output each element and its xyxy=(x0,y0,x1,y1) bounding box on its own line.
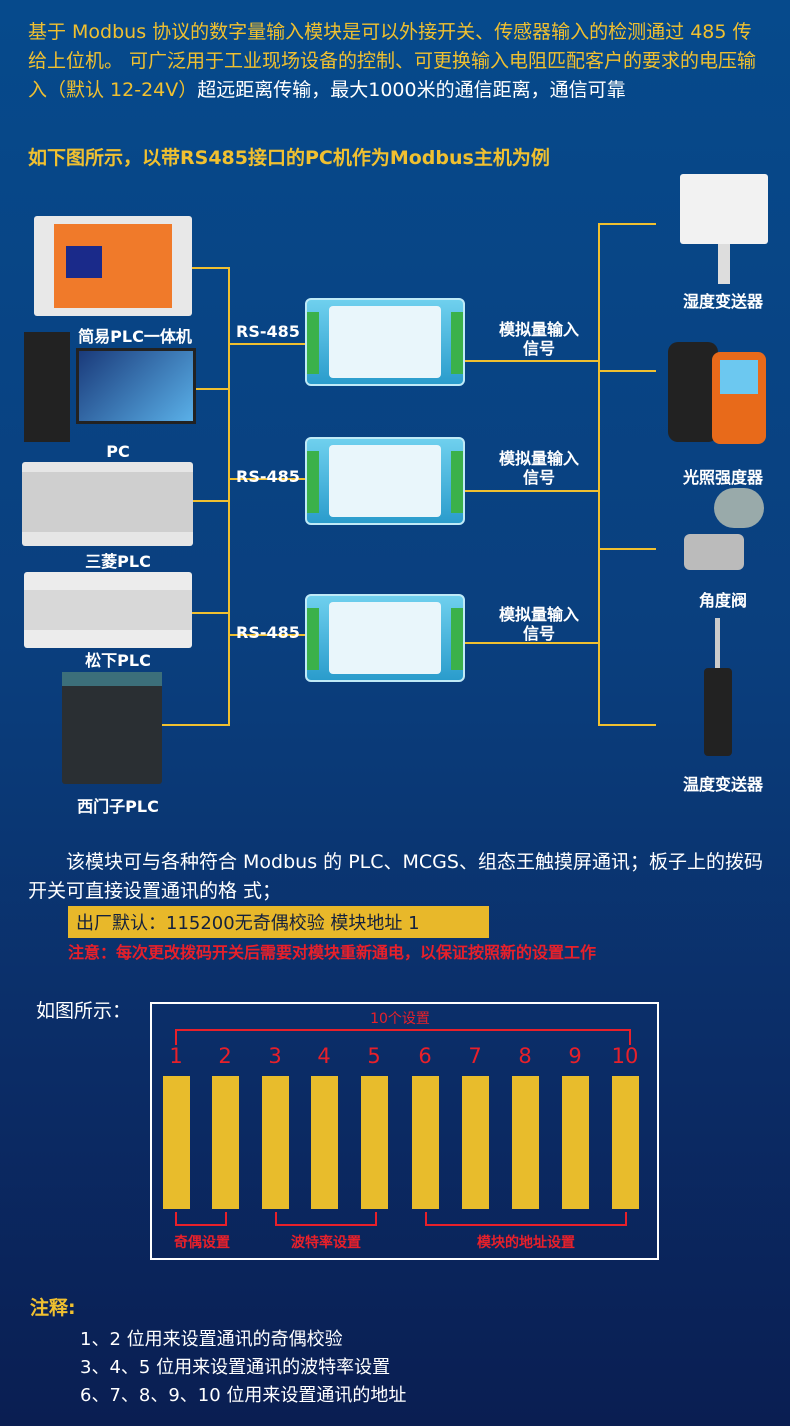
signal-label: 模拟量输入信号 xyxy=(499,449,580,487)
warning-text: 注意：每次更改拨码开关后需要对模块重新通电，以保证按照新的设置工作 xyxy=(68,943,597,962)
device-label-mitsubishi: 三菱PLC xyxy=(85,552,151,571)
dip-switch-7 xyxy=(462,1076,489,1209)
switches-title: 10个设置 xyxy=(370,1011,430,1027)
factory-default-banner: 出厂默认：115200无奇偶校验 模块地址 1 xyxy=(68,906,489,938)
rs485-label: RS-485 xyxy=(236,467,300,486)
bracket-parity xyxy=(175,1212,227,1226)
dip-switch-4 xyxy=(311,1076,338,1209)
light-meter-display-image xyxy=(712,352,766,444)
io-module-image xyxy=(305,594,465,682)
note-item: 1、2 位用来设置通讯的奇偶校验 xyxy=(80,1329,343,1350)
pc-image xyxy=(24,332,196,442)
note-item: 6、7、8、9、10 位用来设置通讯的地址 xyxy=(80,1385,407,1406)
dip-switch-9 xyxy=(562,1076,589,1209)
io-module-image xyxy=(305,298,465,386)
mitsubishi-plc-image xyxy=(22,462,193,546)
humidity-transmitter-image xyxy=(680,174,768,284)
dip-switch-2 xyxy=(212,1076,239,1209)
plc-all-in-one-image xyxy=(34,216,192,316)
dip-switch-1 xyxy=(163,1076,190,1209)
panasonic-plc-image xyxy=(24,572,192,648)
signal-label: 模拟量输入信号 xyxy=(499,320,580,358)
device-label-plc-all-in-one: 简易PLC一体机 xyxy=(78,327,192,346)
device-label-light: 光照强度器 xyxy=(682,468,763,487)
device-label-humidity: 湿度变送器 xyxy=(682,292,763,311)
switch-number: 7 xyxy=(468,1044,482,1068)
figure-label: 如图所示： xyxy=(36,1000,132,1022)
bracket-address xyxy=(425,1212,627,1226)
temperature-transmitter-image xyxy=(700,618,736,758)
dip-switch-3 xyxy=(262,1076,289,1209)
notes-title: 注释: xyxy=(30,1297,76,1319)
bracket-all xyxy=(175,1029,631,1045)
device-label-temperature: 温度变送器 xyxy=(682,775,763,794)
intro-text: 基于 Modbus 协议的数字量输入模块是可以外接开关、传感器输入的检测通过 4… xyxy=(28,18,768,105)
bracket-baud xyxy=(275,1212,377,1226)
compatibility-text: 该模块可与各种符合 Modbus 的 PLC、MCGS、组态王触摸屏通讯；板子上… xyxy=(28,851,763,902)
dip-switch-10 xyxy=(612,1076,639,1209)
dip-switch-figure xyxy=(150,1002,659,1260)
switch-number: 1 xyxy=(169,1044,183,1068)
io-module-image xyxy=(305,437,465,525)
switch-number: 2 xyxy=(218,1044,232,1068)
signal-label: 模拟量输入信号 xyxy=(499,605,580,643)
switch-number: 6 xyxy=(418,1044,432,1068)
switch-number: 8 xyxy=(518,1044,532,1068)
group-label-baud: 波特率设置 xyxy=(291,1235,361,1251)
device-label-valve: 角度阀 xyxy=(698,591,747,610)
switch-number: 3 xyxy=(268,1044,282,1068)
rs485-label: RS-485 xyxy=(236,322,300,341)
angle-valve-image xyxy=(684,488,768,584)
switch-number: 10 xyxy=(611,1044,639,1068)
intro-yellow: 基于 Modbus 协议的数字量输入模块是可以外接开关、传感器输入的检测通过 4… xyxy=(28,21,757,101)
switch-number: 4 xyxy=(317,1044,331,1068)
group-label-parity: 奇偶设置 xyxy=(174,1235,230,1251)
device-label-pc: PC xyxy=(106,442,130,461)
switch-number: 5 xyxy=(367,1044,381,1068)
device-label-panasonic: 松下PLC xyxy=(85,651,151,670)
subtitle: 如下图所示，以带RS485接口的PC机作为Modbus主机为例 xyxy=(28,147,550,169)
rs485-label: RS-485 xyxy=(236,623,300,642)
dip-switch-5 xyxy=(361,1076,388,1209)
switch-number: 9 xyxy=(568,1044,582,1068)
device-label-siemens: 西门子PLC xyxy=(77,797,159,816)
group-label-address: 模块的地址设置 xyxy=(477,1235,575,1251)
dip-switch-6 xyxy=(412,1076,439,1209)
light-meter-image xyxy=(668,342,718,442)
dip-switch-8 xyxy=(512,1076,539,1209)
intro-white: 超远距离传输，最大1000米的通信距离，通信可靠 xyxy=(197,79,626,101)
siemens-plc-image xyxy=(62,672,162,784)
note-item: 3、4、5 位用来设置通讯的波特率设置 xyxy=(80,1357,391,1378)
